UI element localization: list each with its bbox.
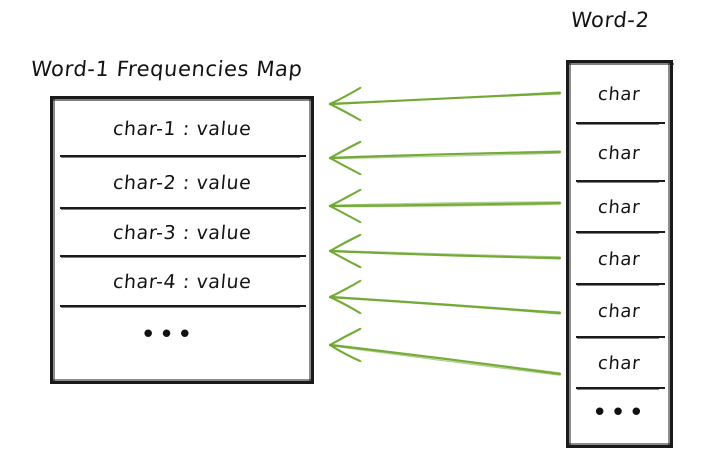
right-panel-title: Word-2 <box>569 8 651 32</box>
box-edge-top-2 <box>52 99 314 101</box>
arrow-shaft <box>329 152 561 160</box>
arrow-head <box>328 279 362 299</box>
list-item[interactable]: char <box>572 65 667 125</box>
word1-frequencies-map-box: char-1 : value char-2 : value char-3 : v… <box>50 96 314 384</box>
arrow-head <box>329 188 363 207</box>
row-separator <box>60 155 306 158</box>
arrow-head <box>328 295 362 315</box>
row-label: char-4 : value <box>111 271 253 293</box>
table-row[interactable]: char-1 : value <box>56 101 308 158</box>
arrow-head <box>328 102 362 122</box>
arrow-head <box>328 249 362 269</box>
row-separator <box>60 305 306 308</box>
arrow-head <box>329 157 363 176</box>
arrow-head <box>329 86 363 105</box>
arrow-head <box>329 103 363 122</box>
box-edge-top-2 <box>568 63 674 65</box>
row-separator <box>60 207 306 210</box>
arrow-head <box>329 327 363 346</box>
left-row-list: char-1 : value char-2 : value char-3 : v… <box>56 101 308 379</box>
arrow-shaft <box>328 295 562 315</box>
row-separator <box>576 387 665 390</box>
box-edge-bottom <box>566 445 673 448</box>
row-label: char-3 : value <box>111 222 253 244</box>
box-edge-left-2 <box>569 62 571 447</box>
box-edge-right-2 <box>668 61 670 446</box>
row-label: char-2 : value <box>111 172 253 194</box>
arrow-shaft <box>328 150 562 160</box>
row-separator <box>576 180 665 183</box>
arrow-head <box>328 327 362 347</box>
list-item-more: ••• <box>572 389 667 443</box>
arrow-head <box>329 250 363 269</box>
table-row[interactable]: char-3 : value <box>56 209 308 258</box>
list-item[interactable]: char <box>572 182 667 234</box>
ellipsis-indicator: ••• <box>591 398 647 428</box>
arrow-shaft <box>329 343 561 374</box>
list-item[interactable]: char <box>572 233 667 286</box>
box-edge-left <box>566 60 569 448</box>
arrow-shaft <box>328 201 562 208</box>
row-label: char <box>597 142 642 164</box>
right-row-list: char char char char char char <box>572 65 667 443</box>
arrow-head <box>328 140 362 160</box>
arrow-head <box>328 233 362 253</box>
row-label: char-1 : value <box>111 118 253 140</box>
arrow-head <box>328 156 362 176</box>
box-edge-bottom <box>50 381 314 384</box>
row-separator <box>576 336 665 339</box>
row-label: char <box>597 301 642 322</box>
arrow-shaft <box>329 93 561 106</box>
box-edge-right <box>311 96 314 384</box>
ellipsis-indicator: ••• <box>140 320 196 350</box>
left-panel-title: Word-1 Frequencies Map <box>29 57 304 81</box>
arrow-shaft <box>329 251 561 260</box>
list-item[interactable]: char <box>572 124 667 183</box>
arrow-shaft <box>328 91 562 106</box>
arrow-head <box>328 188 362 208</box>
row-separator <box>576 283 665 286</box>
arrow-shaft <box>329 295 561 313</box>
box-edge-top <box>50 96 314 99</box>
box-edge-bottom-2 <box>567 443 673 445</box>
arrow-shaft <box>329 91 561 104</box>
row-label: char <box>597 84 642 105</box>
row-separator <box>60 255 306 258</box>
arrow-shaft <box>328 249 562 260</box>
box-edge-bottom-2 <box>51 379 313 381</box>
table-row[interactable]: char-2 : value <box>56 157 308 210</box>
arrow-shaft <box>329 150 561 158</box>
arrow-head <box>328 204 362 224</box>
box-edge-left-2 <box>53 98 55 384</box>
word2-char-list-box: char char char char char char <box>566 60 674 448</box>
arrow-head <box>329 205 363 224</box>
row-label: char <box>597 248 642 270</box>
row-label: char <box>597 197 642 218</box>
list-item[interactable]: char <box>572 338 667 390</box>
box-edge-top <box>566 60 673 63</box>
box-edge-left <box>50 96 53 384</box>
list-item[interactable]: char <box>572 285 667 339</box>
arrow-head <box>329 296 363 315</box>
arrow-head <box>329 140 363 159</box>
arrow-head <box>329 233 363 252</box>
box-edge-right-2 <box>309 97 311 383</box>
arrow-shaft <box>328 343 562 376</box>
table-row[interactable]: char-4 : value <box>56 257 308 308</box>
arrow-head <box>329 279 363 298</box>
arrow-head <box>328 86 362 106</box>
arrow-shaft <box>329 201 561 206</box>
arrow-head <box>329 344 363 363</box>
arrow-shaft <box>329 345 561 376</box>
row-label: char <box>597 353 642 374</box>
arrow-shaft <box>329 297 561 315</box>
box-edge-right <box>670 60 673 448</box>
row-separator <box>576 231 665 234</box>
table-row-more: ••• <box>56 307 308 369</box>
arrow-head <box>328 343 362 363</box>
arrow-shaft <box>329 203 561 208</box>
row-separator <box>576 122 665 125</box>
arrow-shaft <box>329 249 561 258</box>
